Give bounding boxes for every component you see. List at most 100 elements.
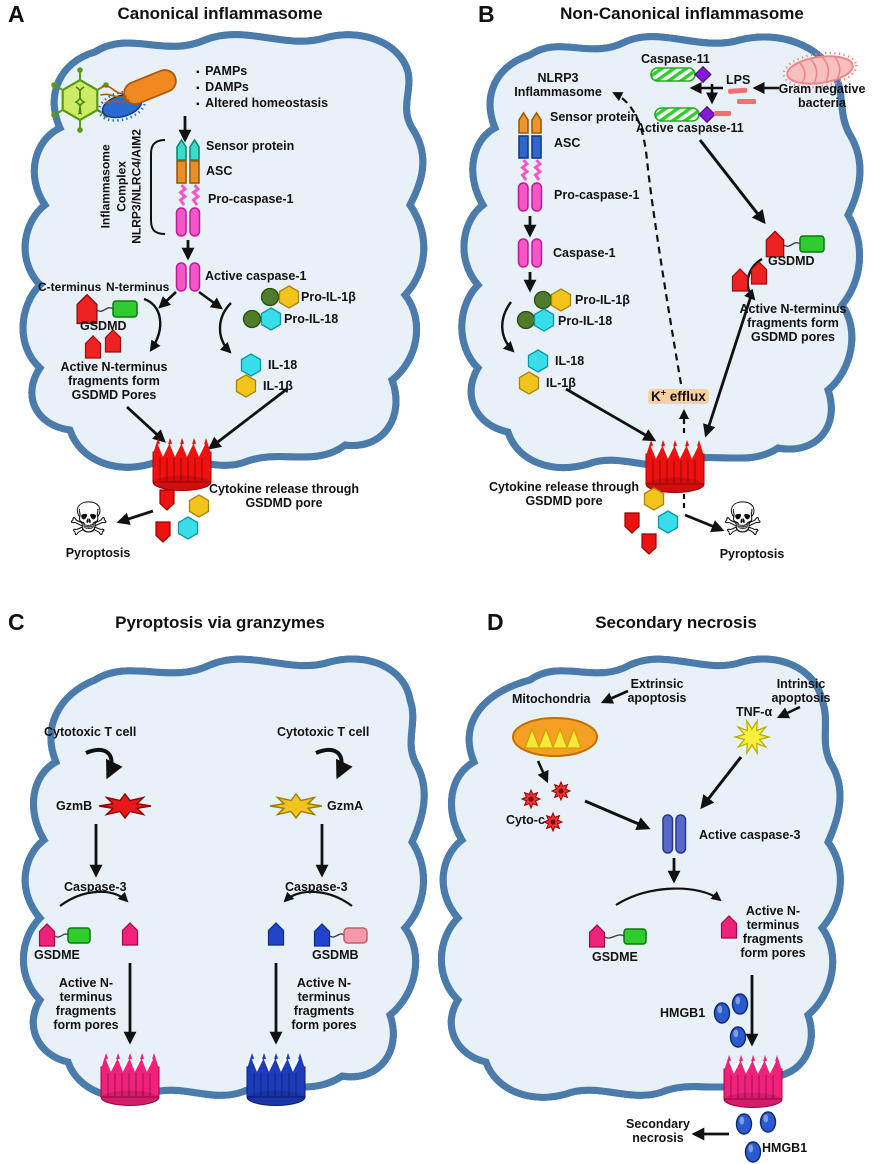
arrow [584,799,651,830]
secondary-necrosis-label: Secondary necrosis [626,1117,690,1145]
hmgb1-icon [759,1111,777,1133]
arrow [703,292,754,438]
panel-a-letter: A [8,1,25,27]
sensor-protein-label-a: Sensor protein [206,139,295,153]
fragments-label-b: Active N-terminus fragments form GSDMD p… [739,302,847,344]
pro-il18-label-a: Pro-IL-18 [284,312,339,326]
intrinsic-apoptosis-label: Intrinsic apoptosis [771,677,831,705]
lps-label: LPS [726,73,751,87]
active-caspase11-label: Active caspase-11 [636,121,744,135]
gsdme-label-d: GSDME [592,950,638,964]
fragments-label-c-right: Active N-terminus fragments form pores [291,976,357,1032]
panel-c-letter: C [8,609,25,635]
released-il1b [643,487,665,511]
released-fragment [624,512,640,534]
cytokine-release-label-b: Cytokine release through GSDMD pore [488,480,640,508]
active-caspase1-label: Active caspase-1 [205,269,307,283]
active-caspase3-icon [662,814,687,854]
active-caspase3-label: Active caspase-3 [699,828,801,842]
pro-il1b-label-a: Pro-IL-1β [301,290,356,304]
asc-label-a: ASC [206,164,233,178]
active-caspase11-icon [654,106,731,123]
arrow [198,290,223,310]
curved-arrow [615,887,722,906]
released-fragment [155,521,171,543]
c-terminus-label: C-terminus [38,280,102,294]
arrow [684,513,725,533]
gsdme-label-c: GSDME [34,948,80,962]
pro-il1b-icon-b [533,288,572,312]
released-il18 [657,510,679,534]
tnf-alpha-label: TNF-α [736,705,773,719]
cytokine-release-label-a: Cytokine release through GSDMD pore [208,482,360,510]
cytochrome-c-icon [551,781,571,801]
sensor-protein-label-b: Sensor protein [550,110,639,124]
mitochondria-icon [512,717,598,757]
cyto-c-label: Cyto-c [506,813,545,827]
pro-il18-icon-b [516,308,555,332]
gsdme-molecule-d [588,924,647,948]
pro-caspase1-label-a: Pro-caspase-1 [208,192,294,206]
pro-il1b-label-b: Pro-IL-1β [575,293,630,307]
arrow [207,387,288,450]
arrow [116,509,154,525]
gsdmd-molecule-b [765,230,825,258]
arrow [565,387,657,442]
fragments-label-a: Active N-terminus fragments form GSDMD P… [60,360,168,402]
asc-label-b: ASC [554,136,581,150]
cell-membrane-b [462,37,860,468]
granzyme-a-icon [269,793,323,819]
il1b-icon-b [518,371,540,395]
hmgb1-icon [731,993,749,1015]
arrow [126,405,166,443]
il18-label-b: IL-18 [555,354,585,368]
panel-b-letter: B [478,1,495,27]
gsdmd-label-a: GSDMD [80,319,127,333]
gsdmb-label-c: GSDMB [312,948,359,962]
caspase11-icon [650,66,712,83]
curved-arrow [218,302,232,354]
hmgb1-label-outside: HMGB1 [762,1141,808,1155]
cytochrome-c-icon [521,789,541,809]
released-fragment [159,489,175,511]
stimulus-damps: DAMPs [196,80,328,94]
hmgb1-icon [735,1113,753,1135]
arrow [158,291,177,309]
panel-b-title: Non-Canonical inflammasome [560,4,804,23]
inflammasome-complex-label: Inflammasome Complex NLRP3/NLRC4/AIM2 [98,129,144,244]
dashed-arrow-nlrp3 [612,92,683,385]
il18-label-a: IL-18 [268,358,298,372]
panel-d-letter: D [487,609,504,635]
panel-d-title: Secondary necrosis [595,613,757,632]
hook-arrow [315,747,353,780]
pro-il18-label-b: Pro-IL-18 [558,314,613,328]
gram-negative-label: Gram negative bacteria [778,82,866,110]
granzyme-b-icon [98,793,152,819]
arrow [600,689,629,704]
n-terminus-label: N-terminus [106,280,170,294]
il18-icon-b [527,349,549,373]
virus-icon [51,67,109,133]
fragments-label-c-left: Active N-terminus fragments form pores [53,976,119,1032]
hmgb1-label-inside: HMGB1 [660,1006,706,1020]
skull-icon: ☠ [722,492,764,546]
bacterium-orange-icon [100,69,177,105]
il1b-label-b: IL-1β [546,376,576,390]
panel-c-title: Pyroptosis via granzymes [115,613,325,632]
cell-membrane-d [441,659,840,1097]
gsdmd-label-b: GSDMD [768,254,815,268]
cell-membrane-a [23,35,424,468]
curved-arrow [501,301,515,353]
skull-icon: ☠ [68,492,110,546]
cytotoxic-tcell-label-right: Cytotoxic T cell [277,725,370,739]
mitochondria-label: Mitochondria [512,692,591,706]
cytotoxic-tcell-label-left: Cytotoxic T cell [44,725,137,739]
gsdmd-molecule-a [76,293,138,325]
caspase11-label: Caspase-11 [641,52,710,66]
il1b-label-a: IL-1β [263,379,293,393]
released-il1b [188,494,210,518]
pro-caspase1-label-b: Pro-caspase-1 [554,188,640,202]
caspase3-label-right: Caspase-3 [285,880,348,894]
